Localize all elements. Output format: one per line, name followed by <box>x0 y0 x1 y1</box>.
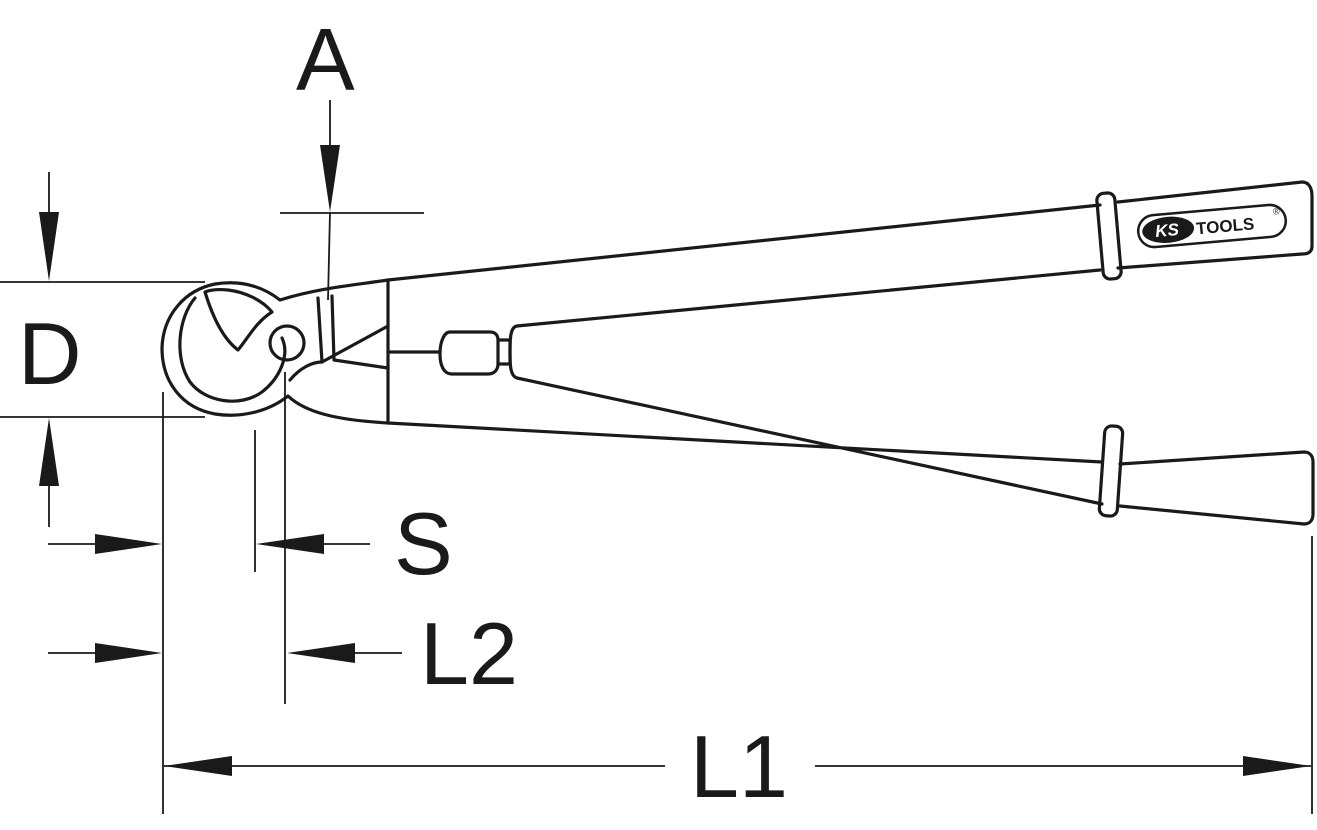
blade-edge-upper <box>316 294 390 370</box>
brand-logo-ks-oval <box>1142 216 1195 243</box>
brand-logo-registered: ® <box>1273 206 1281 217</box>
dimension-d-label: D <box>18 304 82 403</box>
dimension-l2-right-arrowhead <box>287 643 355 663</box>
dimension-l1-left-arrowhead <box>164 756 232 776</box>
dimension-s-label: S <box>394 494 453 593</box>
cutter-jaw-inner-curve <box>178 296 287 403</box>
cutter-jaw-opening <box>203 288 274 352</box>
dimension-d: D <box>0 172 205 527</box>
dimension-l2-left-arrowhead <box>95 643 162 663</box>
cutter-head-outline <box>160 278 390 425</box>
cable-cutter: KS TOOLS ® <box>160 180 1315 526</box>
upper-handle-ring <box>1095 191 1123 281</box>
dimension-l1: L1 <box>162 392 1313 816</box>
lower-handle-ring <box>1097 424 1125 518</box>
pivot-bolt <box>268 324 306 362</box>
dimension-a: A <box>280 10 424 301</box>
lower-handle <box>386 350 1315 526</box>
dimension-l2: L2 <box>48 604 518 703</box>
dimension-s-arrowhead <box>256 534 324 554</box>
handle-link-knuckle <box>438 330 500 376</box>
handle-link-pin <box>496 338 512 366</box>
dimension-l1-label: L1 <box>690 717 788 816</box>
dimension-a-arrowhead <box>320 145 340 212</box>
brand-logo-ks: KS <box>1154 220 1180 241</box>
blade-edge-lower <box>288 360 324 382</box>
dimension-d-top-arrowhead <box>39 212 59 281</box>
brand-logo: KS TOOLS ® <box>1136 203 1288 249</box>
dimension-l1-right-arrowhead <box>1243 756 1311 776</box>
dimension-l2-label: L2 <box>420 604 518 703</box>
dimension-d-bottom-arrowhead <box>39 418 59 486</box>
dimension-s-left-arrowhead <box>95 534 162 554</box>
dimension-a-leader <box>327 211 331 301</box>
dimension-s: S <box>48 372 453 704</box>
upper-handle <box>386 180 1314 354</box>
dimension-a-label: A <box>296 10 355 109</box>
